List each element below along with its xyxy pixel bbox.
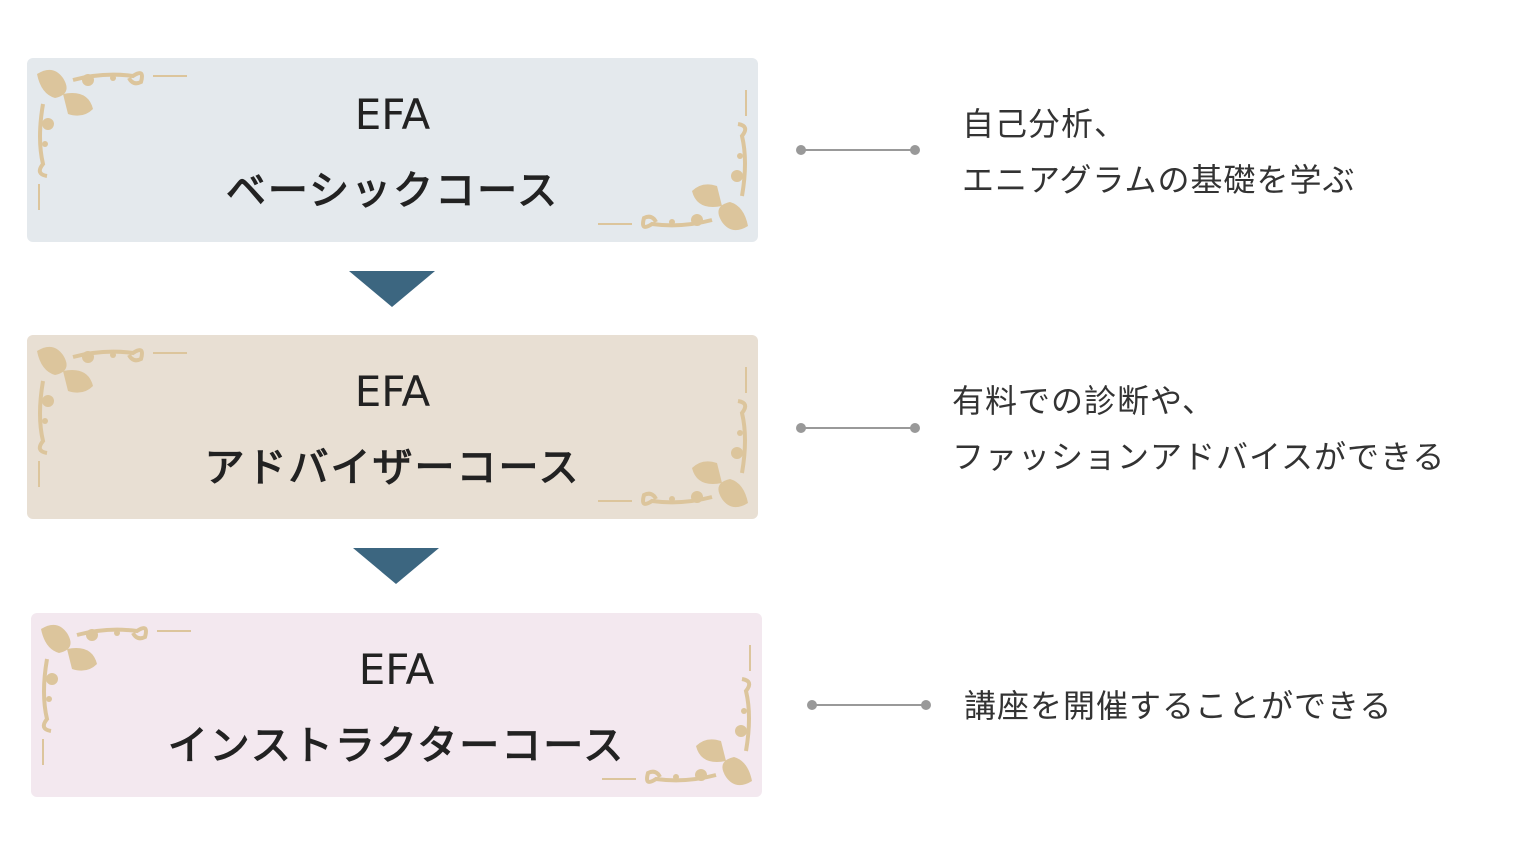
course-box-advisor: EFA アドバイザーコース (27, 335, 758, 519)
course-description: 自己分析、 エニアグラムの基礎を学ぶ (962, 96, 1355, 208)
course-name: インストラクターコース (167, 723, 626, 769)
course-box-basic: EFA ベーシックコース (27, 58, 758, 242)
connector-line (796, 145, 920, 155)
desc-line: 自己分析、 (962, 105, 1128, 143)
desc-line: エニアグラムの基礎を学ぶ (962, 161, 1356, 199)
desc-line: 講座を開催することができる (964, 687, 1393, 725)
connector-line (796, 423, 920, 433)
course-label: EFA (354, 90, 431, 139)
course-label: EFA (358, 645, 435, 694)
desc-line: ファッションアドバイスができる (952, 438, 1446, 476)
connector-line (807, 700, 931, 710)
course-description: 講座を開催することができる (964, 678, 1392, 734)
course-description: 有料での診断や、 ファッションアドバイスができる (952, 373, 1445, 485)
desc-line: 有料での診断や、 (952, 382, 1216, 420)
course-label: EFA (354, 367, 431, 416)
course-name: ベーシックコース (225, 168, 560, 214)
course-box-instructor: EFA インストラクターコース (31, 613, 762, 797)
down-arrow-icon (349, 271, 435, 307)
down-arrow-icon (353, 548, 439, 584)
course-name: アドバイザーコース (204, 445, 581, 491)
